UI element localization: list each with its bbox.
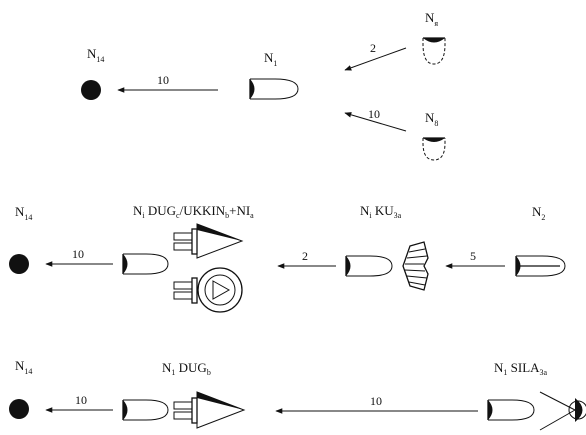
edge-weight-r1-a: 10 bbox=[157, 73, 169, 87]
edge-r1-n8-to-n1 bbox=[344, 112, 407, 132]
edge-weight-r2-c: 5 bbox=[470, 249, 476, 263]
node-label-r1-n14: N14 bbox=[87, 46, 104, 64]
node-icon-r3-dug-cone bbox=[173, 391, 246, 429]
node-label-r2-dug-ukkin-ni: Ni DUGc/UKKINb+NIa bbox=[133, 203, 254, 220]
node-label-r1-n8: N8 bbox=[425, 110, 438, 128]
node-icon-r2-bullet bbox=[122, 253, 169, 275]
node-icon-r2-n14-dot bbox=[9, 254, 29, 274]
node-label-r1-nya: Nя bbox=[425, 10, 438, 28]
edge-weight-r1-c: 10 bbox=[368, 107, 380, 121]
node-icon-r3-sila-bullet bbox=[487, 399, 535, 421]
node-icon-r2-ukkin-sphere bbox=[173, 267, 243, 313]
edge-r1-nya-to-n1 bbox=[344, 47, 407, 71]
node-icon-r2-n2-bullet bbox=[515, 255, 566, 277]
node-label-r3-sila: N1 SILA3a bbox=[494, 360, 548, 377]
node-icon-r2-ku-bullet bbox=[345, 255, 393, 277]
node-icon-r2-ku-shield bbox=[402, 241, 429, 291]
node-icon-r1-n8-bullet-up bbox=[422, 137, 446, 161]
node-label-r3-n14: N14 bbox=[15, 358, 32, 376]
node-icon-r3-bullet bbox=[122, 399, 169, 421]
node-label-r2-n2: N2 bbox=[532, 204, 545, 222]
node-icon-r3-n14-dot bbox=[9, 399, 29, 419]
edge-weight-r3-a: 10 bbox=[75, 393, 87, 407]
node-icon-r2-dug-cone bbox=[173, 223, 244, 259]
edge-weight-r2-a: 10 bbox=[72, 247, 84, 261]
node-icon-r1-n1-bullet bbox=[249, 78, 299, 100]
node-icon-r1-n14-dot bbox=[81, 80, 101, 100]
node-label-r2-ku: Ni KU3a bbox=[360, 203, 402, 220]
edge-weight-r3-b: 10 bbox=[370, 394, 382, 408]
node-label-r2-n14: N14 bbox=[15, 204, 32, 222]
node-label-r1-n1: N1 bbox=[264, 50, 277, 68]
edge-weight-r2-b: 2 bbox=[302, 249, 308, 263]
node-icon-r3-sila-wings bbox=[539, 391, 586, 431]
node-label-r3-dug: N1 DUGb bbox=[162, 360, 211, 377]
node-icon-r1-nya-bullet-up bbox=[422, 37, 446, 65]
edge-weight-r1-b: 2 bbox=[370, 41, 376, 55]
